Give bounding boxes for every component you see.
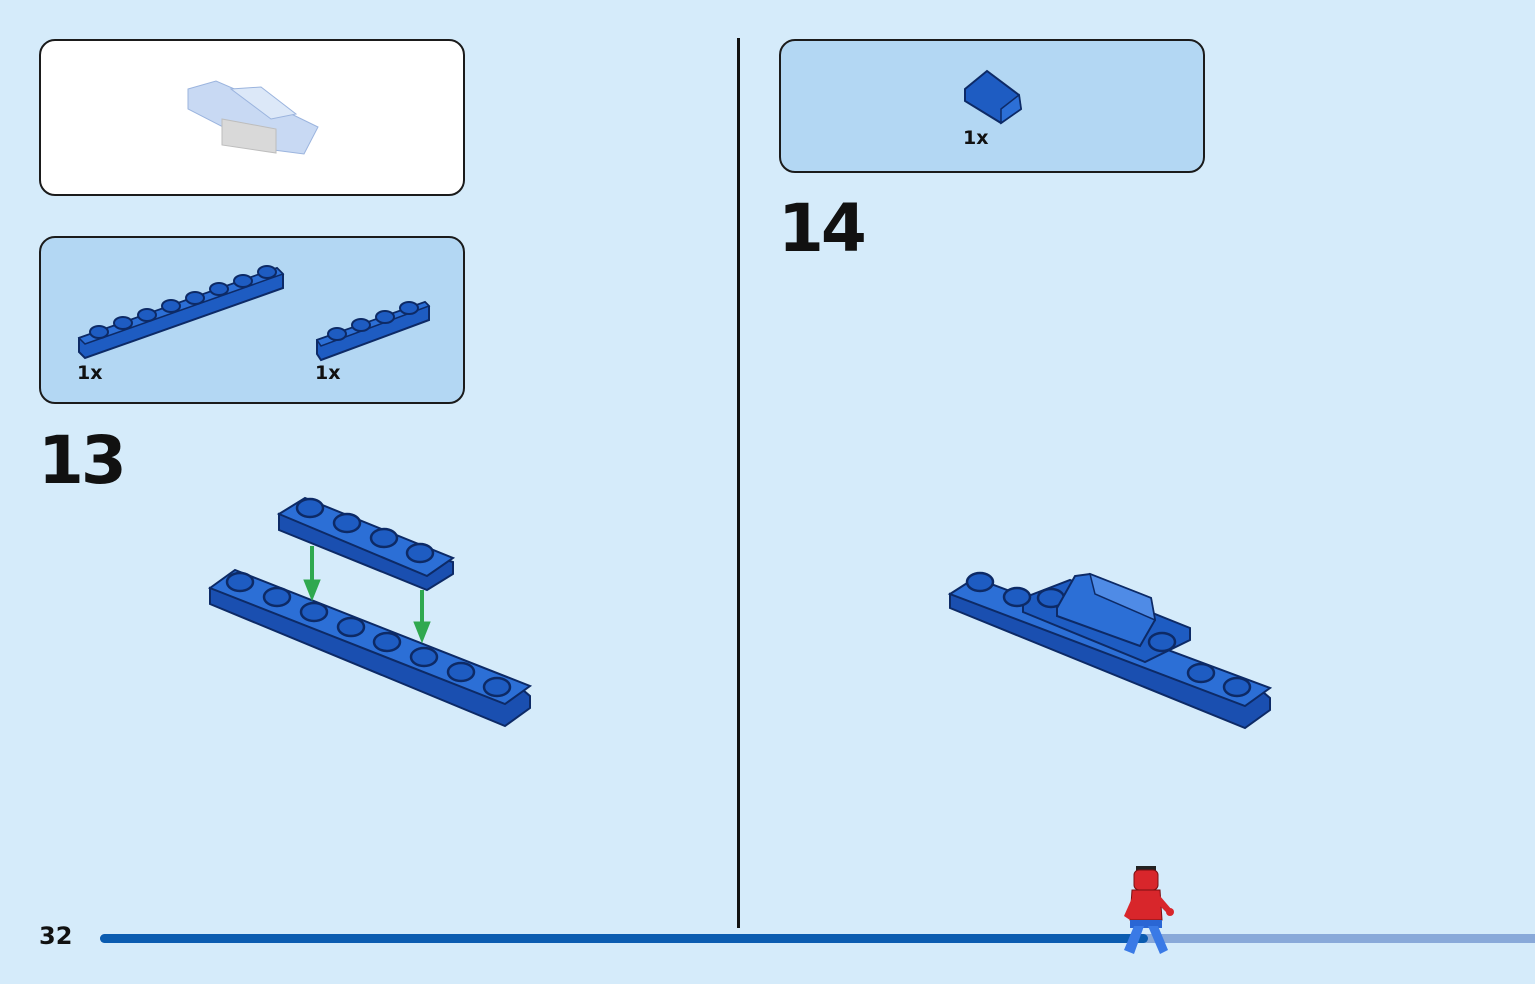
part-quantity: 1x bbox=[963, 127, 989, 149]
preview-box bbox=[39, 39, 465, 196]
step-13-build-illustration bbox=[207, 496, 533, 728]
plate-1x8-icon bbox=[77, 265, 285, 360]
parts-box-step-13: 1x 1x bbox=[39, 236, 465, 404]
slope-brick-icon bbox=[964, 69, 1023, 125]
page-number: 32 bbox=[39, 922, 73, 950]
parts-box-step-14: 1x bbox=[779, 39, 1205, 173]
progress-bar bbox=[100, 934, 1535, 943]
step-number: 14 bbox=[778, 190, 867, 267]
step-number: 13 bbox=[38, 422, 127, 499]
minifigure-icon bbox=[1124, 866, 1174, 954]
model-preview-icon bbox=[187, 80, 319, 155]
arrow-down-icon bbox=[303, 546, 321, 602]
plate-1x4-icon bbox=[315, 300, 431, 362]
page-divider bbox=[737, 38, 740, 928]
arrow-down-icon bbox=[413, 590, 431, 644]
part-quantity: 1x bbox=[77, 362, 103, 384]
step-14-build-illustration bbox=[947, 571, 1273, 730]
progress-bar-fill bbox=[100, 934, 1148, 943]
part-quantity: 1x bbox=[315, 362, 341, 384]
